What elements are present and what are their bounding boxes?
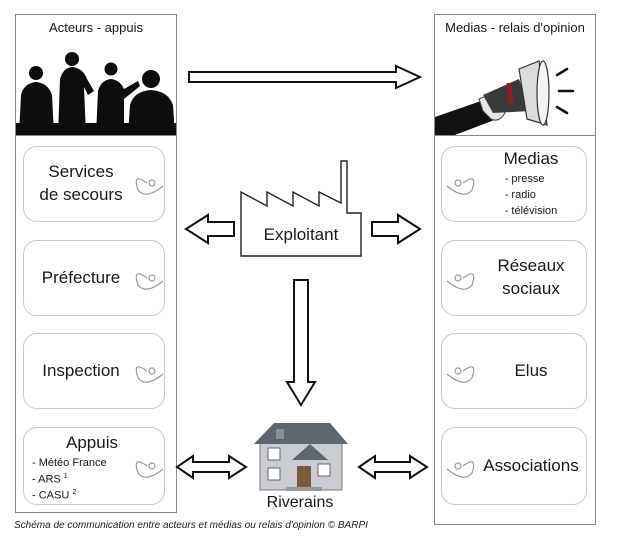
- figure-caption: Schéma de communication entre acteurs et…: [14, 520, 368, 531]
- relay-label: Medias: [503, 149, 559, 169]
- actor-label: Inspection: [42, 360, 120, 380]
- actor-card-secours: Services de secours: [23, 146, 165, 222]
- arrow-actors-residents: [175, 454, 248, 480]
- support-item: - Météo France: [32, 456, 107, 469]
- relay-label: sociaux: [502, 279, 560, 298]
- arrow-operator-to-media: [371, 213, 422, 245]
- actor-card-prefecture: Préfecture: [23, 240, 165, 316]
- media-item: - télévision: [504, 204, 558, 217]
- arrow-residents-media: [357, 454, 429, 480]
- support-item: - ARS 1: [32, 472, 68, 486]
- media-list: - presse - radio - télévision: [505, 172, 558, 220]
- actor-card-appuis: Appuis - Météo France - ARS 1 - CASU 2: [23, 427, 165, 505]
- actor-label: Préfecture: [41, 267, 121, 287]
- relay-card-medias: Medias - presse - radio - télévision: [441, 146, 587, 222]
- support-list: - Météo France - ARS 1 - CASU 2: [32, 456, 107, 505]
- meeting-banner: [16, 39, 176, 136]
- relays-column-title: Medias - relais d'opinion: [435, 15, 595, 40]
- relay-label: Réseaux: [497, 256, 565, 276]
- actor-label: de secours: [39, 185, 123, 204]
- megaphone-banner: [435, 39, 595, 136]
- megaphone-icon: [435, 60, 575, 135]
- support-item: - CASU 2: [32, 489, 77, 503]
- actor-label: Appuis: [66, 433, 118, 452]
- actor-card-inspection: Inspection: [23, 333, 165, 409]
- arrow-operator-to-actors: [184, 213, 235, 245]
- actor-label: Services: [48, 162, 114, 182]
- arrow-operator-to-residents: [285, 279, 317, 407]
- relay-card-associations: Associations: [441, 427, 587, 505]
- operator-label: Exploitant: [263, 225, 339, 244]
- media-item: - radio: [504, 189, 536, 201]
- arrow-actors-to-media: [188, 64, 423, 90]
- meeting-silhouette-icon: [16, 52, 176, 135]
- relay-label: Elus: [514, 360, 548, 380]
- relay-card-elus: Elus: [441, 333, 587, 409]
- relay-label: Associations: [483, 455, 579, 475]
- media-item: - presse: [504, 173, 545, 186]
- house-icon: [254, 423, 348, 491]
- relay-card-reseaux: Réseaux sociaux: [441, 240, 587, 316]
- actors-column-title: Acteurs - appuis: [16, 15, 176, 40]
- residents-label: Riverains: [266, 494, 334, 511]
